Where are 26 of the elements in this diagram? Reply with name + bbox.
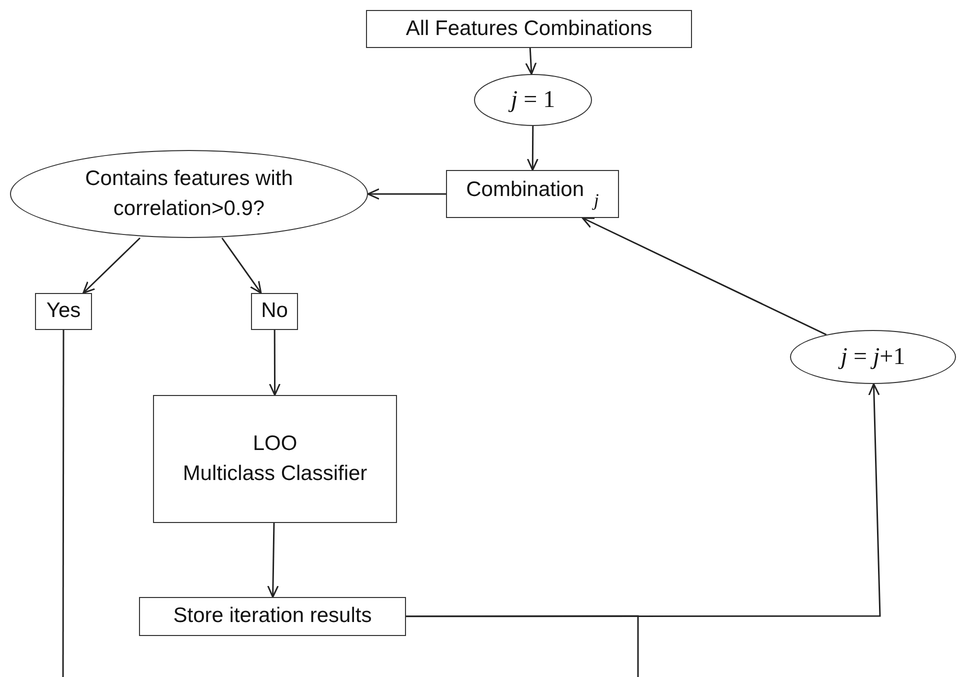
arrow bbox=[526, 126, 538, 171]
process-box bbox=[35, 293, 92, 330]
node-label: j = 1 bbox=[510, 82, 556, 118]
node-label: All Features Combinations bbox=[406, 16, 652, 42]
process-box bbox=[251, 293, 298, 330]
arrow bbox=[367, 188, 446, 200]
connector-line bbox=[406, 615, 639, 677]
node-label: Contains features with correlation>0.9? bbox=[84, 166, 294, 222]
process-box bbox=[366, 10, 692, 48]
node-label: Multiclass Classifier bbox=[182, 461, 368, 487]
arrow bbox=[582, 217, 827, 336]
arrow bbox=[525, 48, 537, 75]
process-box bbox=[139, 597, 406, 636]
arrow bbox=[269, 330, 281, 396]
node-label: No bbox=[261, 298, 288, 324]
node-label: j = j+1 bbox=[840, 340, 906, 374]
node-label: LOO bbox=[252, 430, 298, 457]
node-label: Yes bbox=[46, 298, 81, 324]
node-label: Combination $_{j}$ bbox=[466, 176, 599, 212]
arrow bbox=[267, 522, 279, 598]
node-label: Store iteration results bbox=[173, 603, 372, 630]
process-box bbox=[153, 395, 397, 523]
process-box bbox=[446, 170, 619, 218]
arrow bbox=[221, 238, 262, 294]
connector-line bbox=[62, 330, 64, 677]
arrow bbox=[82, 237, 141, 294]
